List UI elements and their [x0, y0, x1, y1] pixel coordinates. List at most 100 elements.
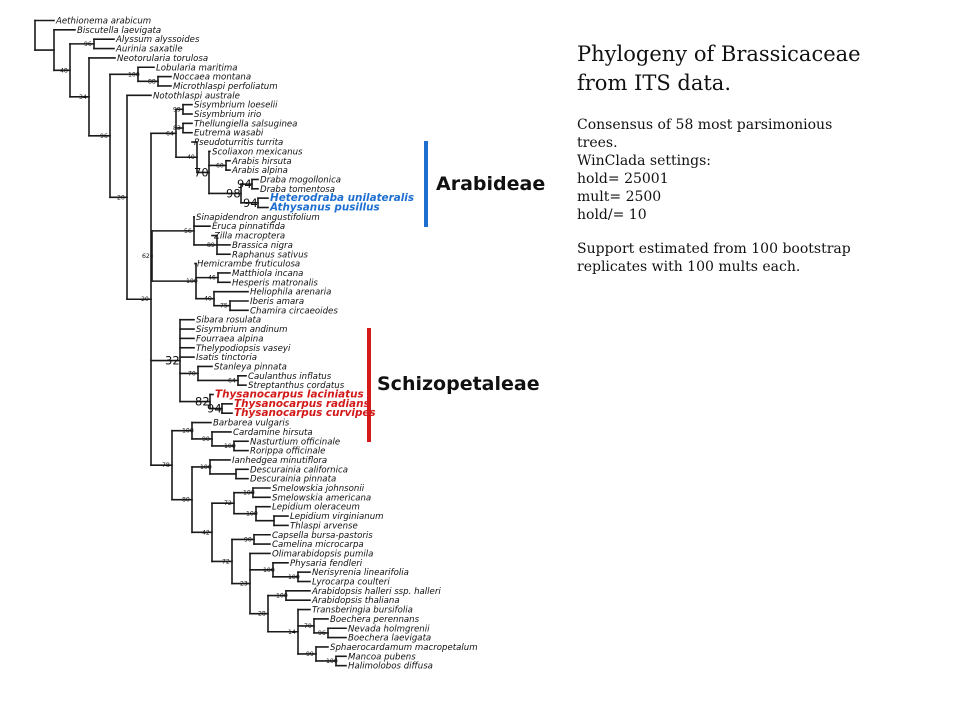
bootstrap-support-value: 100 [186, 278, 198, 285]
taxon-label: Smelowskia johnsonii [272, 484, 365, 494]
taxon-label: Boechera perennans [330, 615, 420, 625]
taxon-label: Physaria fendleri [290, 559, 363, 569]
consensus-line-1: Consensus of 58 most parsimonious [577, 117, 833, 133]
bootstrap-support-value: 100 [200, 464, 212, 471]
caption-title: Phylogeny of Brassicaceae from ITS data. [577, 40, 937, 98]
taxon-label: Boechera laevigata [348, 634, 431, 644]
taxon-label: Sisymbrium loeselii [194, 101, 278, 111]
bootstrap-support-value: 28 [258, 611, 266, 618]
taxon-label: Arabis alpina [231, 166, 288, 176]
taxon-label: Olimarabidopsis pumila [272, 549, 373, 559]
bootstrap-support-value: 99 [306, 651, 314, 658]
arabideae-label: Arabideae [436, 173, 545, 195]
taxon-label: Transberingia bursifolia [312, 606, 413, 616]
setting-hold: hold= 25001 [577, 171, 669, 187]
bootstrap-support-value: 14 [288, 629, 296, 636]
bootstrap-support-value: 100 [263, 567, 275, 574]
figure-caption: Phylogeny of Brassicaceae from ITS data.… [577, 40, 937, 276]
bootstrap-support-value: 94 [207, 402, 222, 416]
bootstrap-support-value: 72 [222, 558, 230, 565]
bootstrap-support-value: 100 [288, 574, 300, 581]
bootstrap-support-value: 100 [243, 490, 255, 497]
taxon-label: Capsella bursa-pastoris [272, 531, 373, 541]
taxon-label: Sisymbrium irio [194, 110, 261, 120]
taxon-label: Heterodraba unilateralis [270, 192, 414, 204]
taxon-label: Streptanthus cordatus [248, 381, 345, 391]
bootstrap-support-value: 98 [226, 186, 241, 200]
bootstrap-support-value: 34 [79, 94, 87, 101]
bootstrap-support-value: 20 [117, 194, 125, 201]
bootstrap-support-value: 32 [165, 354, 180, 368]
taxon-label: Aethionema arabicum [55, 17, 151, 27]
spacer [577, 224, 937, 240]
bootstrap-support-value: 70 [188, 370, 196, 377]
bootstrap-support-value: 48 [60, 67, 68, 74]
taxon-label: Camelina microcarpa [272, 540, 364, 550]
taxon-label: Thlaspi arvense [290, 521, 358, 531]
bootstrap-support-value: 75 [220, 303, 228, 310]
taxon-label: Stanleya pinnata [214, 362, 287, 372]
bootstrap-support-value: 80 [182, 497, 190, 504]
taxon-label: Rorippa officinale [250, 447, 325, 457]
taxon-label: Iberis amara [250, 297, 304, 307]
bootstrap-support-value: 96 [84, 41, 92, 48]
tree-branches [34, 19, 347, 667]
taxon-label: Lobularia maritima [156, 63, 237, 73]
bootstrap-support-value: 83 [173, 125, 181, 132]
bootstrap-support-value: 40 [187, 154, 195, 161]
taxon-label: Thysanocarpus laciniatus [215, 389, 364, 401]
taxon-label: Aurinia saxatile [115, 45, 183, 55]
bootstrap-support-value: 23 [240, 581, 248, 588]
taxon-label: Caulanthus inflatus [248, 372, 332, 382]
taxon-label: Biscutella laevigata [77, 26, 161, 36]
bootstrap-support-value: 42 [202, 529, 210, 536]
consensus-line-2: trees. [577, 135, 618, 151]
bootstrap-support-value: 89 [207, 242, 215, 249]
schizopetaleae-label: Schizopetaleae [377, 373, 540, 395]
bootstrap-support-value: 64 [228, 377, 236, 384]
bootstrap-support-value: 96 [100, 133, 108, 140]
bootstrap-support-value: 70 [194, 165, 209, 179]
bootstrap-support-value: 40 [204, 296, 212, 303]
taxon-label: Athysanus pusillus [269, 202, 380, 214]
taxon-label: Matthiola incana [232, 269, 303, 279]
taxon-label: Scoliaxon mexicanus [212, 147, 303, 157]
settings-header: WinClada settings: [577, 153, 712, 169]
taxon-label: Draba mogollonica [260, 175, 341, 185]
taxon-label: Lepidium oleraceum [272, 503, 360, 513]
taxon-label: Ianhedgea minutiflora [232, 456, 327, 466]
bootstrap-support-value: 100 [128, 71, 140, 78]
taxon-label: Heliophila arenaria [250, 288, 331, 298]
bootstrap-support-value: 100 [224, 443, 236, 450]
bootstrap-support-value: 100 [276, 593, 288, 600]
bootstrap-support-value: 20 [141, 296, 149, 303]
bootstrap-support-value: 56 [184, 228, 192, 235]
caption-title-line-2: from ITS data. [577, 71, 732, 95]
taxon-label: Lepidium virginianum [290, 512, 384, 522]
bootstrap-support-value: 82 [195, 395, 210, 409]
taxon-label: Halimolobos diffusa [348, 662, 433, 672]
tree-support-values: 9688100998360949498704064895646754010062… [60, 41, 338, 665]
taxon-label: Raphanus sativus [232, 250, 309, 260]
bootstrap-support-value: 62 [142, 253, 150, 260]
bootstrap-support-value: 100 [246, 511, 258, 518]
bootstrap-support-value: 88 [148, 78, 156, 85]
taxon-label: Arabis hirsuta [231, 157, 292, 167]
support-line-1: Support estimated from 100 bootstrap [577, 241, 851, 257]
taxon-label: Nevada holmgrenii [348, 624, 430, 634]
taxon-label: Microthlaspi perfoliatum [173, 82, 278, 92]
taxon-label: Thelypodiopsis vaseyi [196, 344, 291, 354]
bootstrap-support-value: 100 [326, 658, 338, 665]
taxon-label: Draba tomentosa [260, 185, 335, 195]
taxon-label: Isatis tinctoria [196, 353, 257, 363]
taxon-label: Descurainia californica [250, 465, 348, 475]
setting-mult: mult= 2500 [577, 189, 662, 205]
taxon-label: Chamira circaeoides [250, 306, 338, 316]
taxon-label: Alyssum alyssoides [115, 35, 200, 45]
taxon-label: Pseudoturritis turrita [194, 138, 283, 148]
bootstrap-support-value: 46 [208, 275, 216, 282]
taxon-label: Sibara rosulata [196, 316, 261, 326]
taxon-label: Noccaea montana [173, 73, 251, 83]
